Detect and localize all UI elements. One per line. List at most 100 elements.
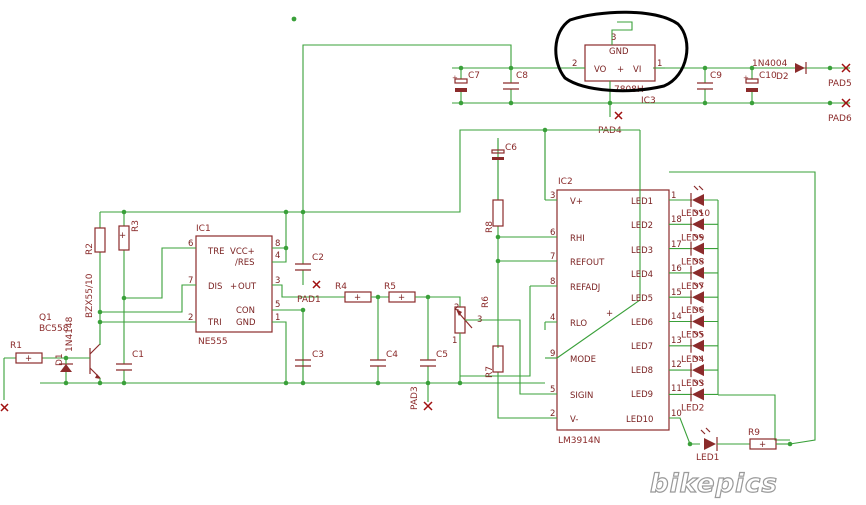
svg-text:Q1: Q1 [39, 313, 52, 323]
svg-text:8: 8 [550, 277, 555, 287]
svg-text:5: 5 [275, 300, 280, 310]
led-label: LED3 [681, 379, 704, 389]
ic2-left-pins: V+ RHI REFOUT REFADJ RLO MODE SIGIN V- 3… [545, 191, 605, 425]
transistor-q1: Q1 BC558 [39, 313, 101, 383]
svg-text:+: + [743, 74, 749, 82]
ic1-part-label: NE555 [198, 337, 228, 347]
svg-text:V+: V+ [570, 197, 583, 207]
svg-text:2: 2 [454, 303, 459, 313]
led-6: LED6 [669, 282, 718, 316]
potentiometer-r6: 2 3 1 R6 [452, 296, 545, 395]
stray-junction [291, 16, 297, 22]
svg-text:DIS: DIS [208, 282, 222, 292]
svg-text:C1: C1 [132, 350, 144, 360]
svg-text:LED1: LED1 [631, 197, 653, 207]
pad4-label: PAD4 [598, 126, 622, 136]
svg-text:+: + [119, 231, 126, 241]
svg-text:R7: R7 [485, 366, 495, 378]
pad6-marker [841, 98, 851, 108]
bikepics-logo: bikepics [649, 468, 777, 499]
svg-text:REFOUT: REFOUT [570, 258, 605, 268]
svg-text:R3: R3 [131, 220, 141, 232]
led-7: LED5 [669, 307, 718, 341]
svg-text:3: 3 [275, 276, 280, 286]
svg-text:1: 1 [452, 336, 457, 346]
svg-text:8: 8 [275, 239, 280, 249]
svg-text:+: + [617, 65, 624, 75]
svg-text:CON: CON [236, 306, 255, 316]
svg-text:C5: C5 [436, 350, 448, 360]
svg-text:TRE: TRE [207, 247, 224, 257]
resistor-r2: R2 [85, 212, 106, 345]
pad6-label: PAD6 [828, 114, 852, 124]
input-pad-marker [0, 403, 9, 412]
capacitor-c10: + C10 [743, 68, 777, 103]
svg-text:+: + [452, 74, 458, 82]
svg-text:LED3: LED3 [631, 246, 653, 256]
svg-text:R6: R6 [481, 296, 491, 308]
bargraph-section: IC2 LM3914N + V+ RHI REFOUT REFADJ RLO M… [460, 127, 816, 463]
led1: LED1 [669, 417, 750, 463]
svg-text:14: 14 [671, 312, 682, 322]
svg-text:12: 12 [671, 360, 682, 370]
led-label: LED9 [681, 233, 705, 243]
resistor-r3: + R3 [118, 212, 141, 360]
capacitor-c5: C5 [420, 297, 448, 383]
power-supply: + C7 C8 2 1 3 GND VO + VI 7808H IC3 [302, 10, 852, 210]
svg-text:SIGIN: SIGIN [570, 391, 593, 401]
svg-text:16: 16 [671, 264, 682, 274]
svg-text:R9: R9 [748, 428, 760, 438]
svg-text:18: 18 [671, 215, 682, 225]
capacitor-c1: C1 [116, 350, 144, 383]
svg-text:C6: C6 [505, 143, 517, 153]
ic2-ref-label: IC2 [558, 177, 573, 187]
svg-text:7: 7 [188, 276, 193, 286]
capacitor-c4: C4 [370, 297, 398, 383]
pad1-marker [312, 280, 321, 289]
d2-part-label: 1N4004 [752, 59, 788, 69]
led-label: LED6 [681, 306, 705, 316]
svg-text:15: 15 [671, 288, 682, 298]
svg-text:LED2: LED2 [631, 221, 653, 231]
pad5-marker [841, 63, 851, 73]
svg-text:17: 17 [671, 240, 682, 250]
resistor-r8: R8 [485, 199, 504, 233]
ic1-ref-label: IC1 [196, 224, 211, 234]
svg-text:D1: D1 [55, 353, 65, 366]
c10-label: C10 [759, 71, 777, 81]
capacitor-c8: C8 [503, 68, 528, 103]
svg-text:1: 1 [671, 191, 676, 201]
svg-text:OUT: OUT [238, 282, 257, 292]
ic3-gnd-pin: GND [609, 47, 629, 57]
led1-label: LED1 [696, 453, 719, 463]
resistor-r5: + R5 [384, 282, 416, 303]
ic3-vo-pin: VO [594, 65, 607, 75]
svg-text:5: 5 [550, 385, 555, 395]
resistor-r7: R7 [485, 345, 504, 378]
svg-text:+: + [25, 354, 32, 364]
ic2-part-label: LM3914N [558, 436, 600, 446]
led-label: LED10 [681, 209, 710, 219]
svg-text:R5: R5 [384, 282, 396, 292]
svg-text:C3: C3 [312, 350, 324, 360]
c9-label: C9 [710, 71, 722, 81]
svg-text:MODE: MODE [570, 355, 596, 365]
led-5: LED7 [669, 258, 718, 292]
svg-text:10: 10 [671, 409, 682, 419]
svg-text:R2: R2 [85, 243, 95, 255]
svg-text:2: 2 [188, 313, 193, 323]
svg-text:1: 1 [275, 313, 280, 323]
timer-section: IC1 NE555 TRE VCC+ /RES DIS + OUT CON TR… [0, 129, 546, 412]
svg-text:GND: GND [236, 318, 256, 328]
svg-text:BC558: BC558 [39, 324, 69, 334]
led-label: LED5 [681, 331, 704, 341]
vcc-wire [302, 44, 512, 210]
svg-text:4: 4 [550, 313, 555, 323]
led-label: LED8 [681, 258, 705, 268]
svg-text:7: 7 [550, 252, 555, 262]
led-3: LED9 [669, 209, 718, 243]
svg-text:TRI: TRI [207, 318, 222, 328]
svg-text:+: + [354, 293, 361, 303]
svg-text:R4: R4 [335, 282, 347, 292]
